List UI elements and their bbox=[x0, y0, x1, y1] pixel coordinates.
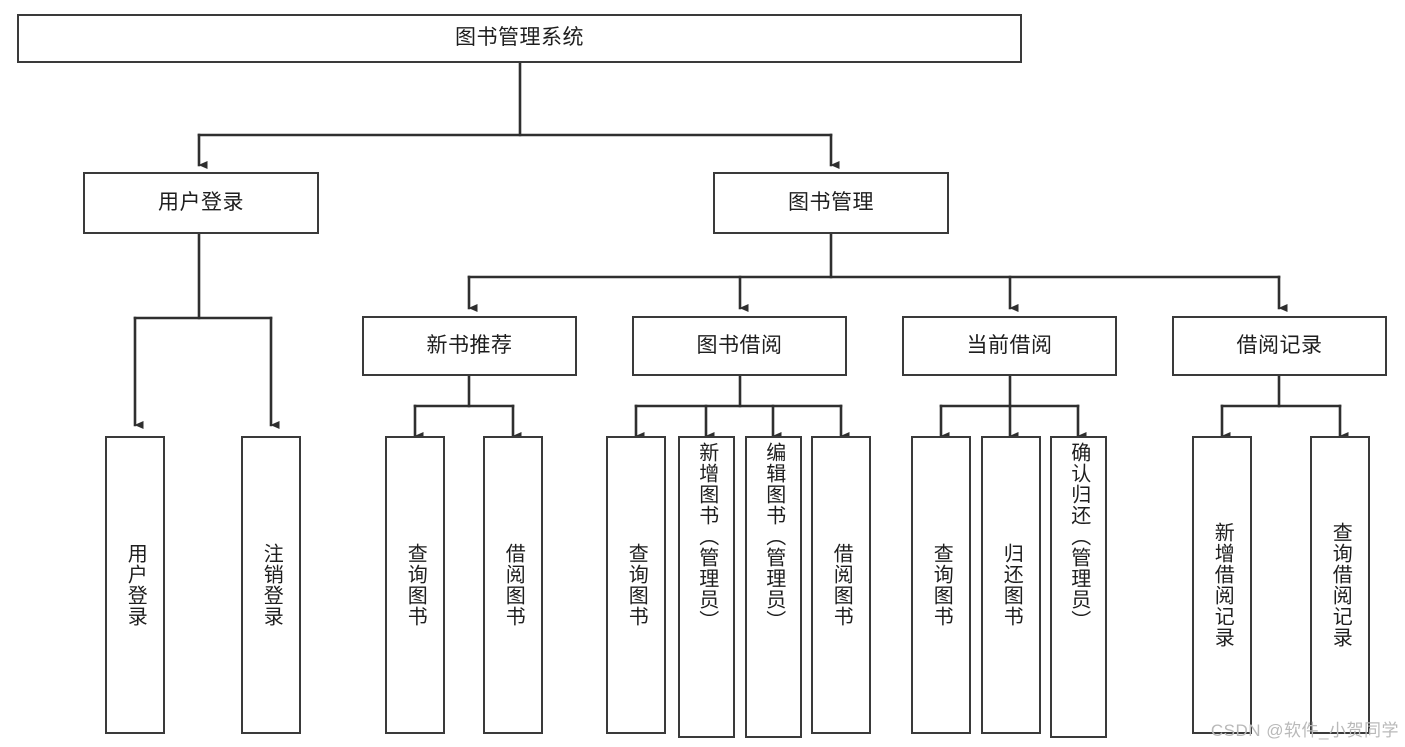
leaf-query-book-recommend[interactable]: 查询图书 bbox=[385, 436, 445, 734]
node-new-book-recommend[interactable]: 新书推荐 bbox=[362, 316, 577, 376]
node-label: 查询图书 bbox=[404, 543, 427, 627]
node-label: 确认归还（管理员） bbox=[1067, 442, 1090, 631]
node-label: 查询借阅记录 bbox=[1329, 522, 1352, 648]
node-label: 图书借阅 bbox=[696, 333, 783, 357]
node-book-management[interactable]: 图书管理 bbox=[713, 172, 949, 234]
leaf-borrow-book-recommend[interactable]: 借阅图书 bbox=[483, 436, 543, 734]
node-book-borrow[interactable]: 图书借阅 bbox=[632, 316, 847, 376]
watermark-text: CSDN @软件_小贺同学 bbox=[1210, 721, 1399, 740]
node-label: 用户登录 bbox=[158, 190, 244, 214]
node-root-system[interactable]: 图书管理系统 bbox=[17, 14, 1022, 63]
node-label: 归还图书 bbox=[1000, 543, 1023, 627]
node-label: 借阅图书 bbox=[502, 543, 525, 627]
leaf-query-book-current[interactable]: 查询图书 bbox=[911, 436, 971, 734]
leaf-borrow-book[interactable]: 借阅图书 bbox=[811, 436, 871, 734]
node-user-login[interactable]: 用户登录 bbox=[83, 172, 319, 234]
leaf-add-book-admin[interactable]: 新增图书（管理员） bbox=[678, 436, 735, 738]
node-label: 当前借阅 bbox=[966, 333, 1053, 357]
node-borrow-record[interactable]: 借阅记录 bbox=[1172, 316, 1387, 376]
node-label: 借阅图书 bbox=[830, 543, 853, 627]
leaf-add-borrow-record[interactable]: 新增借阅记录 bbox=[1192, 436, 1252, 734]
node-label: 图书管理系统 bbox=[455, 26, 584, 50]
node-label: 编辑图书（管理员） bbox=[762, 442, 785, 631]
node-label: 查询图书 bbox=[625, 543, 648, 627]
node-label: 新书推荐 bbox=[426, 333, 513, 357]
node-label: 新增借阅记录 bbox=[1211, 522, 1234, 648]
node-label: 借阅记录 bbox=[1236, 333, 1323, 357]
leaf-query-borrow-record[interactable]: 查询借阅记录 bbox=[1310, 436, 1370, 734]
node-label: 新增图书（管理员） bbox=[695, 442, 718, 631]
leaf-logout[interactable]: 注销登录 bbox=[241, 436, 301, 734]
node-label: 查询图书 bbox=[930, 543, 953, 627]
leaf-user-login[interactable]: 用户登录 bbox=[105, 436, 165, 734]
node-current-borrow[interactable]: 当前借阅 bbox=[902, 316, 1117, 376]
node-label: 注销登录 bbox=[260, 543, 283, 627]
leaf-edit-book-admin[interactable]: 编辑图书（管理员） bbox=[745, 436, 802, 738]
leaf-query-book-borrow[interactable]: 查询图书 bbox=[606, 436, 666, 734]
leaf-confirm-return-admin[interactable]: 确认归还（管理员） bbox=[1050, 436, 1107, 738]
node-label: 图书管理 bbox=[788, 190, 874, 214]
leaf-return-book[interactable]: 归还图书 bbox=[981, 436, 1041, 734]
node-label: 用户登录 bbox=[124, 543, 147, 627]
